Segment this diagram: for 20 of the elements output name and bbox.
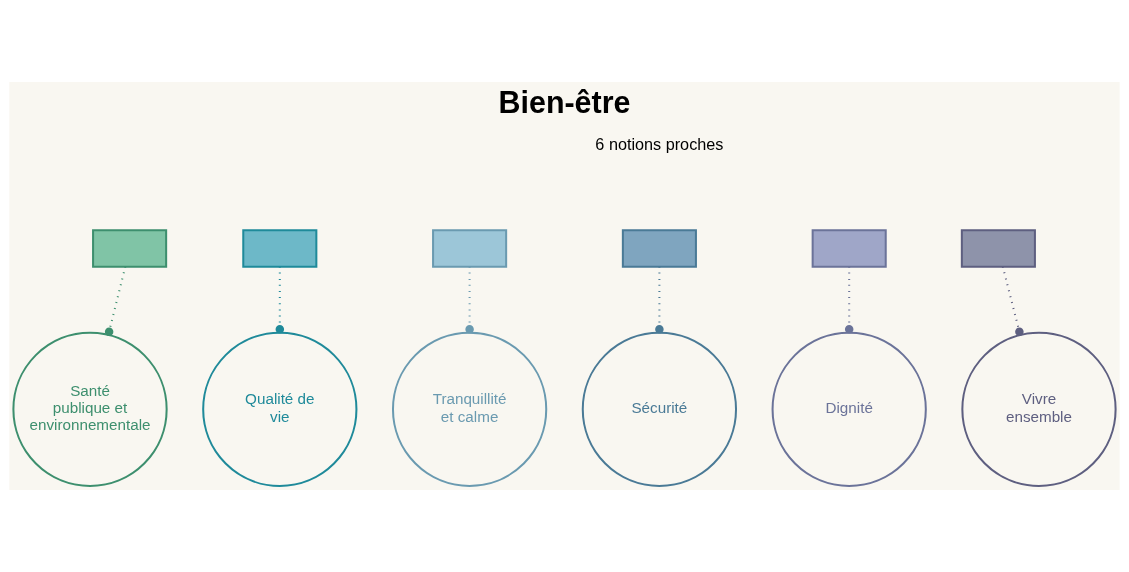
node-circle: Santé publique et environnementale	[12, 331, 168, 487]
node-box	[811, 229, 887, 268]
node-circle: Tranquillité et calme	[391, 331, 548, 487]
connector	[844, 266, 854, 334]
node-circle: Dignité	[771, 331, 927, 487]
connector	[104, 266, 127, 336]
node-box	[242, 229, 318, 268]
node-box	[432, 229, 508, 268]
connector	[1001, 266, 1024, 336]
node-box	[92, 229, 168, 268]
node-circle: Vivre ensemble	[961, 331, 1117, 487]
connector	[655, 266, 664, 334]
label: 6 notions proches	[595, 134, 724, 153]
node-circle: Qualité de vie	[202, 331, 358, 487]
node-circle: Sécurité	[581, 331, 738, 487]
diagram-title: Bien-être	[498, 85, 631, 120]
node-box	[621, 229, 697, 268]
connector	[465, 266, 474, 334]
node-box	[960, 229, 1036, 268]
connector	[275, 266, 285, 334]
